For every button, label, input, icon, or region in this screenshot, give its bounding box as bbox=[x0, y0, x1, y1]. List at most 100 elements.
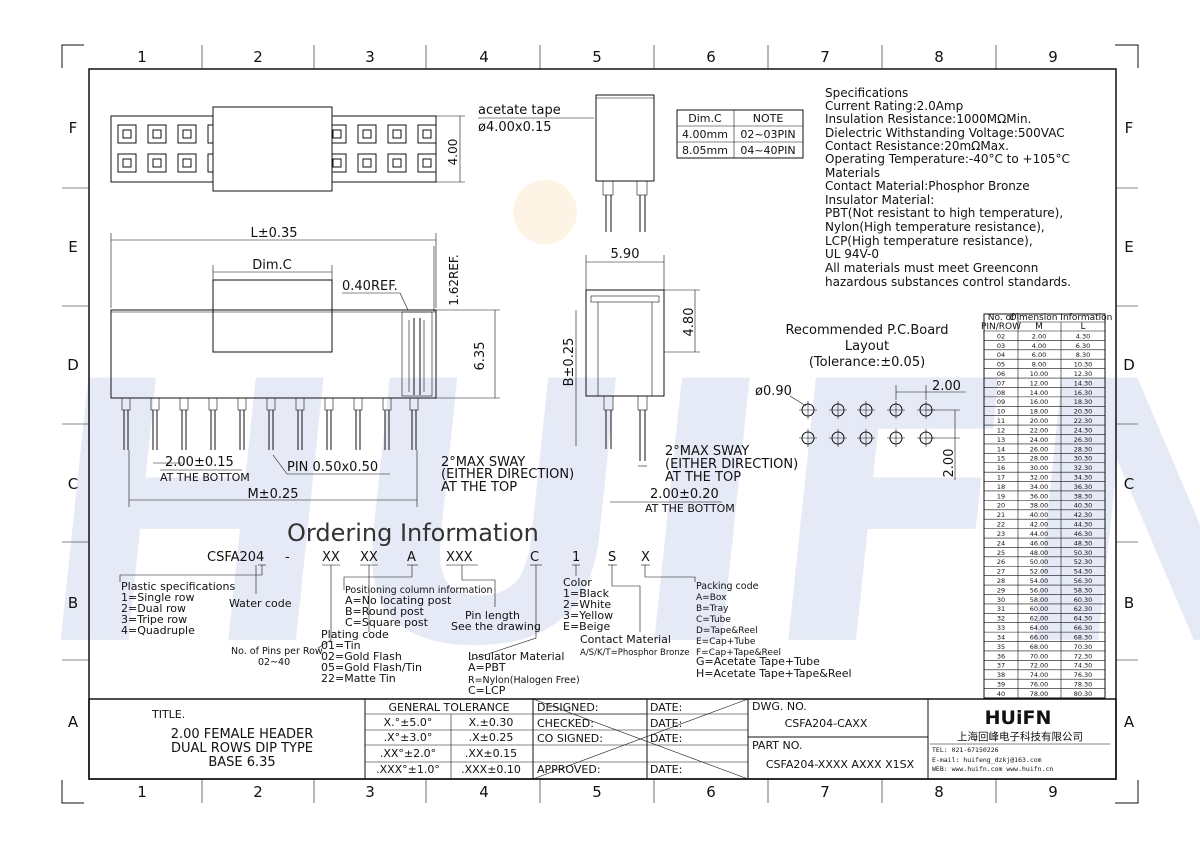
dim-table-cell: 28.30 bbox=[1074, 445, 1093, 453]
color-code: E=Beige bbox=[563, 620, 611, 633]
dim-table-cell: 44.30 bbox=[1074, 521, 1093, 529]
title-block: TITLE. 2.00 FEMALE HEADER DUAL ROWS DIP … bbox=[88, 698, 1117, 780]
pin-size: PIN 0.50x0.50 bbox=[287, 460, 378, 475]
dim-table-cell: 4.00 bbox=[1032, 342, 1046, 350]
dim-table-cell: 07 bbox=[997, 379, 1005, 387]
packing-code: F=Cap+Tape&Reel bbox=[696, 648, 781, 658]
col-label: 1 bbox=[137, 48, 147, 66]
packing-code: B=Tray bbox=[696, 604, 729, 614]
company-web: WEB: www.huifn.com www.huifn.cn bbox=[932, 765, 1053, 773]
watermark: HUIFN bbox=[19, 180, 1200, 726]
side-sway: AT THE TOP bbox=[665, 470, 741, 485]
dim-table-cell: 36.30 bbox=[1074, 483, 1093, 491]
dim-table-cell: 27 bbox=[997, 568, 1005, 576]
col-label: 4 bbox=[479, 783, 489, 801]
sway-text: (EITHER DIRECTION) bbox=[441, 467, 574, 482]
pin-cavity-inner bbox=[392, 129, 402, 139]
sign-label: DATE: bbox=[650, 732, 682, 745]
pin-cavity bbox=[417, 153, 437, 173]
dim-table-cell: 68.30 bbox=[1074, 633, 1093, 641]
dim-table-cell: 38.00 bbox=[1030, 502, 1049, 510]
company-logo: HUiFN bbox=[985, 707, 1052, 729]
company-name: 上海回峰电子科技有限公司 bbox=[957, 730, 1083, 743]
dim-table-cell: 74.30 bbox=[1074, 662, 1093, 670]
spec-line: Materials bbox=[825, 166, 880, 180]
sway-text: AT THE TOP bbox=[441, 480, 517, 495]
gt-header: GENERAL TOLERANCE bbox=[388, 701, 509, 714]
sway-text: 2°MAX SWAY bbox=[441, 455, 525, 470]
dim-table-cell: 14.00 bbox=[1030, 389, 1049, 397]
contact-material: Contact Material bbox=[580, 633, 671, 646]
pin-cavity-inner bbox=[122, 158, 132, 168]
dim-table-cell: 37 bbox=[997, 662, 1005, 670]
pin-cavity bbox=[357, 124, 377, 144]
front-view: L±0.35 Dim.C 0.40REF. 1.62REF. 6.35 2.00… bbox=[110, 226, 574, 507]
specifications: Specifications Current Rating:2.0Amp Ins… bbox=[825, 86, 1071, 289]
dim-table-cell: 22.00 bbox=[1030, 426, 1049, 434]
title-label: TITLE. bbox=[151, 708, 185, 721]
pin-shoulder bbox=[295, 397, 305, 411]
pin-length: See the drawing bbox=[451, 620, 541, 633]
color-code: 1=Black bbox=[563, 587, 610, 600]
order-code: 1 bbox=[572, 550, 580, 565]
dim-table-cell: 02 bbox=[997, 332, 1005, 340]
side-b: B±0.25 bbox=[562, 338, 577, 387]
dim-table-cell: 12.30 bbox=[1074, 370, 1093, 378]
dim-table-cell: 35 bbox=[997, 643, 1005, 651]
row-label: C bbox=[68, 475, 78, 493]
pin-shoulder bbox=[179, 397, 189, 411]
dim-table-cell: 31 bbox=[997, 605, 1005, 613]
pin-cavity-inner bbox=[422, 129, 432, 139]
spec-line: Current Rating:2.0Amp bbox=[825, 99, 963, 113]
dim-table-cell: 38.30 bbox=[1074, 492, 1093, 500]
pin-cavity-inner bbox=[362, 129, 372, 139]
dim-table-cell: 04 bbox=[997, 351, 1005, 359]
pin-shoulder bbox=[382, 397, 392, 411]
col-label: 9 bbox=[1048, 783, 1058, 801]
dim-table-cell: 39 bbox=[997, 681, 1005, 689]
dim-table-cell: 6.00 bbox=[1032, 351, 1046, 359]
side-pitch: 2.00±0.20 bbox=[650, 487, 719, 502]
plating-code: 22=Matte Tin bbox=[321, 672, 396, 685]
dim-table-cell: 72.00 bbox=[1030, 662, 1049, 670]
dim-table-cell: 18.30 bbox=[1074, 398, 1093, 406]
color-code: 3=Yellow bbox=[563, 609, 613, 622]
col-label: 3 bbox=[365, 783, 375, 801]
gt-cell: X.°±5.0° bbox=[384, 716, 433, 729]
dim-table-cell: 36.00 bbox=[1030, 492, 1049, 500]
pin-cavity bbox=[147, 124, 167, 144]
dim-table-cell: 06 bbox=[997, 370, 1005, 378]
dim-table-cell: 6.30 bbox=[1076, 342, 1090, 350]
dim-table-cell: 62.30 bbox=[1074, 605, 1093, 613]
side-height: 4.80 bbox=[682, 308, 697, 337]
insulator: C=LCP bbox=[468, 684, 506, 697]
spec-line: All materials must meet Greenconn bbox=[825, 261, 1038, 275]
dim-table-cell: 30 bbox=[997, 596, 1005, 604]
dim-table-cell: 26 bbox=[997, 558, 1005, 566]
side-width: 5.90 bbox=[611, 247, 640, 262]
insulator: Insulator Material bbox=[468, 650, 564, 663]
pin-cavity-inner bbox=[182, 129, 192, 139]
pin-cavity-inner bbox=[422, 158, 432, 168]
row-label: D bbox=[1123, 356, 1135, 374]
dim-table-cell: 60.00 bbox=[1030, 605, 1049, 613]
dim-table-cell: 26.00 bbox=[1030, 445, 1049, 453]
dim-table-cell: 32 bbox=[997, 615, 1005, 623]
dim-table-cell: 18.00 bbox=[1030, 408, 1049, 416]
packing-code: E=Cap+Tube bbox=[696, 637, 756, 647]
gt-cell: X.±0.30 bbox=[469, 716, 514, 729]
pin-cavity-inner bbox=[152, 129, 162, 139]
gt-cell: .XX°±2.0° bbox=[380, 747, 436, 760]
dim-table-cell: 23 bbox=[997, 530, 1005, 538]
acetate-tape-label: acetate tape ø4.00x0.15 bbox=[478, 103, 594, 135]
dim-table-cell: 24 bbox=[997, 539, 1005, 547]
sign-label: DATE: bbox=[650, 701, 682, 714]
dim-table-cell: 40.30 bbox=[1074, 502, 1093, 510]
dim-table-cell: 20.30 bbox=[1074, 408, 1093, 416]
pins-per-row: 02~40 bbox=[258, 657, 290, 668]
packing-code: H=Acetate Tape+Tape&Reel bbox=[696, 667, 852, 680]
pcb-pitch-v: 2.00 bbox=[942, 449, 957, 478]
dim-table-cell: 74.00 bbox=[1030, 671, 1049, 679]
packing-code: C=Tube bbox=[696, 615, 731, 625]
